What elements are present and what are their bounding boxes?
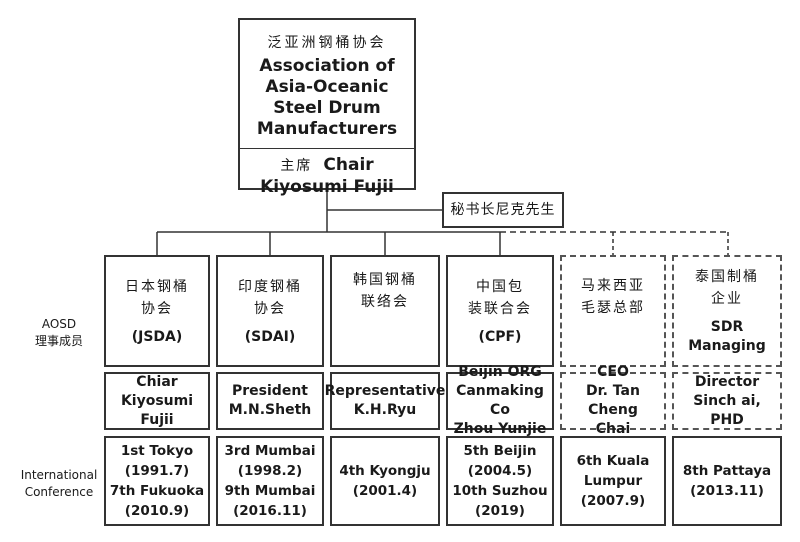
member-cn2: 毛瑟总部 <box>581 300 645 316</box>
member-role: President <box>232 383 308 399</box>
member-rep-box-sdai: President M.N.Sheth <box>216 372 324 430</box>
secretary-label: 秘书长尼克先生 <box>450 202 556 218</box>
conf-line: (2001.4) <box>352 483 418 499</box>
member-rep-box-korea: Representative K.H.Ryu <box>325 372 445 430</box>
conf-line: (2007.9) <box>580 493 646 509</box>
member-name-box-malaysia: 马来西亚 毛瑟总部 <box>560 255 666 367</box>
member-rep-box-malaysia: CEO Dr. Tan Cheng Chai <box>560 364 666 437</box>
member-rep-box-cpf: Beijin ORG Canmaking Co Zhou Yunjie <box>446 364 554 437</box>
member-cn1: 日本钢桶 <box>125 278 189 295</box>
conf-line: (2019) <box>475 503 525 519</box>
member-rep-box-thailand: Director Sinch ai, PHD <box>672 372 782 430</box>
association-cn-name: 泛亚洲钢桶协会 <box>267 35 387 51</box>
member-person: Dr. Tan Cheng <box>586 383 640 418</box>
member-cn2: 协会 <box>141 300 173 317</box>
member-abbr: (CPF) <box>478 328 522 345</box>
member-abbr: SDR Managing <box>688 319 766 354</box>
member-name-box-cpf: 中国包 装联合会 (CPF) <box>446 255 554 367</box>
member-abbr: (JSDA) <box>131 328 183 345</box>
member-cn2: 联络会 <box>361 294 409 310</box>
member-rep-box-jsda: Chiar Kiyosumi Fujii <box>104 372 210 430</box>
aosd-text: AOSD <box>41 317 77 331</box>
member-role: Representative <box>324 383 446 399</box>
conf-line: 9th Mumbai <box>224 483 316 499</box>
chair-name: Kiyosumi Fujii <box>260 177 394 197</box>
conf-line: (2010.9) <box>124 503 190 519</box>
member-cn1: 韩国钢桶 <box>353 272 417 288</box>
member-cn1: 印度钢桶 <box>238 278 302 295</box>
member-name-box-sdai: 印度钢桶 协会 (SDAI) <box>216 255 324 367</box>
member-cn2: 协会 <box>254 300 286 317</box>
member-person: M.N.Sheth <box>228 402 312 418</box>
member-role: Chiar <box>136 373 178 390</box>
member-name-box-jsda: 日本钢桶 协会 (JSDA) <box>104 255 210 367</box>
conf-line: Lumpur <box>583 473 643 489</box>
conference-text: Conference <box>24 485 94 499</box>
member-person: Sinch ai, PHD <box>693 392 761 428</box>
member-person2: Zhou Yunjie <box>453 421 547 437</box>
conf-line: 10th Suzhou <box>452 483 548 499</box>
member-name-box-thailand: 泰国制桶 企业 SDR Managing <box>672 255 782 367</box>
member-conf-box-cpf: 5th Beijin (2004.5) 10th Suzhou (2019) <box>446 436 554 526</box>
conf-line: (1991.7) <box>124 463 190 479</box>
conf-line: 6th Kuala <box>576 453 650 469</box>
international-text: International <box>20 468 98 482</box>
aosd-label: AOSD 理事成员 <box>20 316 98 350</box>
conf-line: 8th Pattaya <box>682 463 772 479</box>
member-conf-box-malaysia: 6th Kuala Lumpur (2007.9) <box>560 436 666 526</box>
conf-line: (2004.5) <box>467 463 533 479</box>
association-box: 泛亚洲钢桶协会 Association of Asia-Oceanic Stee… <box>238 18 416 197</box>
conf-line: (1998.2) <box>237 463 303 479</box>
member-cn1: 马来西亚 <box>581 278 645 294</box>
member-person: Canmaking Co <box>456 383 544 418</box>
conf-line: (2013.11) <box>690 483 764 499</box>
chair-en: Chair <box>323 155 374 175</box>
member-cn2: 装联合会 <box>468 300 532 317</box>
secretary-box: 秘书长尼克先生 <box>442 192 564 228</box>
conf-line: 5th Beijin <box>463 443 537 459</box>
member-person2: Chai <box>595 421 631 437</box>
member-name-box-korea: 韩国钢桶 联络会 <box>330 255 440 367</box>
conf-line: 4th Kyongju <box>339 463 431 479</box>
member-person: Kiyosumi Fujii <box>120 392 194 428</box>
member-cn2: 企业 <box>711 291 743 307</box>
member-role: Director <box>694 373 760 390</box>
member-conf-box-korea: 4th Kyongju (2001.4) <box>330 436 440 526</box>
member-role: Beijin ORG <box>458 364 542 380</box>
member-conf-box-thailand: 8th Pattaya (2013.11) <box>672 436 782 526</box>
association-en-name: Association of Asia-Oceanic Steel Drum M… <box>256 56 398 139</box>
member-conf-box-sdai: 3rd Mumbai (1998.2) 9th Mumbai (2016.11) <box>216 436 324 526</box>
members-text: 理事成员 <box>34 334 83 348</box>
member-role: CEO <box>597 364 629 380</box>
member-cn1: 中国包 <box>476 278 524 295</box>
conf-line: 1st Tokyo <box>120 443 194 459</box>
member-cn1: 泰国制桶 <box>695 269 759 285</box>
association-divider <box>240 148 414 149</box>
chair-line: 主席 Chair <box>280 155 373 177</box>
conf-line: (2016.11) <box>233 503 307 519</box>
chair-cn: 主席 <box>280 158 313 174</box>
member-abbr: (SDAI) <box>244 328 296 345</box>
member-conf-box-jsda: 1st Tokyo (1991.7) 7th Fukuoka (2010.9) <box>104 436 210 526</box>
member-person: K.H.Ryu <box>353 402 417 418</box>
conf-line: 3rd Mumbai <box>224 443 316 459</box>
conference-label: International Conference <box>18 467 100 501</box>
conf-line: 7th Fukuoka <box>109 483 205 499</box>
